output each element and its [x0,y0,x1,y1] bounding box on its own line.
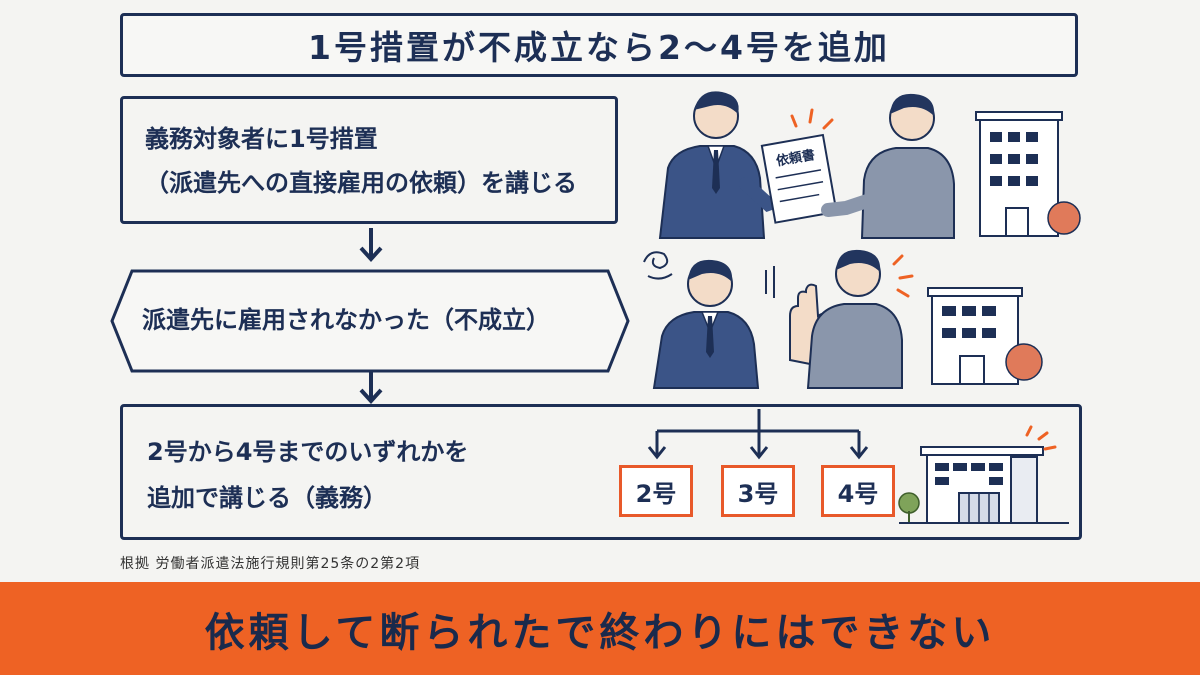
bush-icon [1047,201,1081,235]
person-icon [658,91,797,239]
building-icon [898,425,1069,524]
step2-box: 派遣先に雇用されなかった（不成立） [110,268,630,374]
down-arrow-icon [359,228,383,262]
page-title: 1号措置が不成立なら2〜4号を追加 [120,13,1078,77]
document-label: 依頼書 [775,147,816,170]
building-icon [975,111,1063,237]
step3-line2: 追加で講じる（義務） [147,484,387,512]
bottom-banner: 依頼して断られたで終わりにはできない [0,582,1200,675]
step1-line1: 義務対象者に1号措置 [145,125,378,153]
branch-arrows [647,409,869,460]
option-2go: 2号 [619,465,693,517]
option-4go: 4号 [821,465,895,517]
building-icon [927,287,1023,385]
down-arrow-icon [359,370,383,404]
step2-label: 派遣先に雇用されなかった（不成立） [142,306,550,334]
step1-box: 義務対象者に1号措置 （派遣先への直接雇用の依頼）を講じる [120,96,618,224]
illustration-request: 依頼書 [658,91,1081,239]
step1-line2: （派遣先への直接雇用の依頼）を講じる [145,169,577,197]
illustration-refusal [643,249,1043,389]
option-3go: 3号 [721,465,795,517]
source-citation: 根拠 労働者派遣法施行規則第25条の2第2項 [120,556,421,572]
step3-box: 2号から4号までのいずれかを 追加で講じる（義務） 2号 3号 4号 [120,404,1082,540]
person-icon [821,93,955,239]
step3-line1: 2号から4号までのいずれかを [147,438,469,466]
person-icon [652,259,760,389]
bush-icon [1005,343,1043,381]
step2-hexagon-shape [110,269,630,373]
document-icon: 依頼書 [760,133,838,224]
person-icon [806,249,903,389]
